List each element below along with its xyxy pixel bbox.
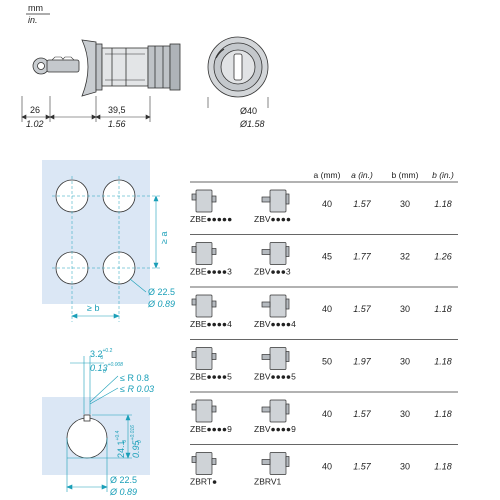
label-a: ≥ a — [159, 232, 169, 244]
table-row: ZBE●●●●4 ZBV●●●●4 40 1.57 30 1.18 — [190, 294, 452, 329]
cell-a-mm: 40 — [322, 409, 332, 419]
unit-in: in. — [28, 15, 38, 25]
cutout-hole-mm: Ø 22.5 — [110, 475, 137, 485]
table-row: ZBE●●●●● ZBV●●●● 40 1.57 30 1.18 — [190, 189, 452, 224]
contact-block-icon — [191, 452, 217, 475]
cell-b-in: 1.18 — [434, 409, 452, 419]
cell-b-in: 1.18 — [434, 304, 452, 314]
cell-code-1: ZBE●●●●3 — [190, 267, 232, 277]
cell-code-2: ZBV●●●●9 — [254, 424, 296, 434]
dim-26-in: 1.02 — [26, 119, 44, 129]
cell-code-2: ZBRV1 — [254, 477, 282, 487]
cell-code-2: ZBV●●●3 — [254, 267, 291, 277]
depth-mm: 24.1+0.40 — [115, 430, 128, 458]
dim-26-mm: 26 — [30, 105, 40, 115]
cell-code-1: ZBE●●●●9 — [190, 424, 232, 434]
light-block-icon — [261, 347, 290, 370]
contact-block-icon — [191, 294, 217, 318]
table-row: ZBRT● ZBRV1 40 1.57 30 1.18 — [190, 452, 452, 487]
light-block-icon — [261, 189, 290, 213]
cell-a-in: 1.57 — [353, 304, 372, 314]
cell-b-in: 1.26 — [434, 252, 452, 262]
unit-mm: mm — [28, 3, 43, 13]
front-dim-lines — [207, 97, 269, 108]
cell-a-in: 1.57 — [353, 462, 372, 472]
panel-layout — [42, 160, 162, 322]
table-row: ZBE●●●●9 ZBV●●●●9 40 1.57 30 1.18 — [190, 399, 452, 434]
side-view — [32, 39, 181, 97]
cell-code-1: ZBE●●●●5 — [190, 372, 232, 382]
units-legend: mm in. — [26, 3, 50, 25]
cell-b-mm: 30 — [400, 304, 410, 314]
cell-a-in: 1.57 — [353, 199, 372, 209]
header-b-in: b (in.) — [432, 170, 454, 180]
cell-b-mm: 30 — [400, 462, 410, 472]
spacing-table: a (mm) a (in.) b (mm) b (in.) ZBE●●●●●ZB… — [190, 170, 458, 487]
contact-block-icon — [191, 399, 217, 423]
cell-b-mm: 30 — [400, 409, 410, 419]
cell-b-mm: 32 — [400, 252, 410, 262]
cell-a-mm: 40 — [322, 462, 332, 472]
front-dia-mm: Ø40 — [240, 106, 257, 116]
panel-hole-in: Ø 0.89 — [147, 299, 175, 309]
front-view — [207, 36, 269, 98]
light-block-icon — [261, 242, 290, 265]
cell-a-in: 1.57 — [353, 409, 372, 419]
cell-a-mm: 40 — [322, 304, 332, 314]
cutout-detail — [42, 356, 150, 492]
cell-a-mm: 50 — [322, 357, 332, 367]
cell-code-1: ZBRT● — [190, 477, 217, 487]
side-dimensions — [21, 96, 151, 122]
header-b-mm: b (mm) — [392, 170, 419, 180]
header-a-mm: a (mm) — [314, 170, 341, 180]
table-row: ZBE●●●●3 ZBV●●●3 45 1.77 32 1.26 — [190, 242, 452, 277]
cell-code-1: ZBE●●●●4 — [190, 319, 232, 329]
cell-b-mm: 30 — [400, 199, 410, 209]
dim-39-in: 1.56 — [108, 119, 126, 129]
cell-a-mm: 45 — [322, 252, 332, 262]
cutout-hole-in: Ø 0.89 — [109, 487, 137, 497]
cell-a-in: 1.77 — [353, 252, 372, 262]
cell-b-in: 1.18 — [434, 199, 452, 209]
cell-b-in: 1.18 — [434, 357, 452, 367]
front-dia-in: Ø1.58 — [239, 119, 265, 129]
panel-hole-mm: Ø 22.5 — [148, 287, 175, 297]
depth-in: 0.95+0.0160 — [130, 425, 143, 458]
cell-a-mm: 40 — [322, 199, 332, 209]
cell-a-in: 1.97 — [353, 357, 372, 367]
cell-code-2: ZBV●●●●4 — [254, 319, 296, 329]
table-row: ZBE●●●●5 ZBV●●●●5 50 1.97 30 1.18 — [190, 347, 452, 382]
cell-code-2: ZBV●●●●5 — [254, 372, 296, 382]
light-block-icon — [261, 452, 290, 475]
contact-block-icon — [191, 189, 217, 213]
contact-block-icon — [191, 242, 217, 265]
cell-b-mm: 30 — [400, 357, 410, 367]
dim-39-mm: 39,5 — [108, 105, 126, 115]
light-block-icon — [261, 294, 290, 318]
radius-in: ≤ R 0.03 — [120, 384, 154, 394]
label-b: ≥ b — [87, 303, 99, 313]
contact-block-icon — [191, 347, 217, 370]
cell-code-2: ZBV●●●● — [254, 214, 291, 224]
header-a-in: a (in.) — [351, 170, 373, 180]
cell-b-in: 1.18 — [434, 462, 452, 472]
cell-code-1: ZBE●●●●● — [190, 214, 232, 224]
radius-mm: ≤ R 0.8 — [120, 373, 149, 383]
light-block-icon — [261, 399, 290, 423]
